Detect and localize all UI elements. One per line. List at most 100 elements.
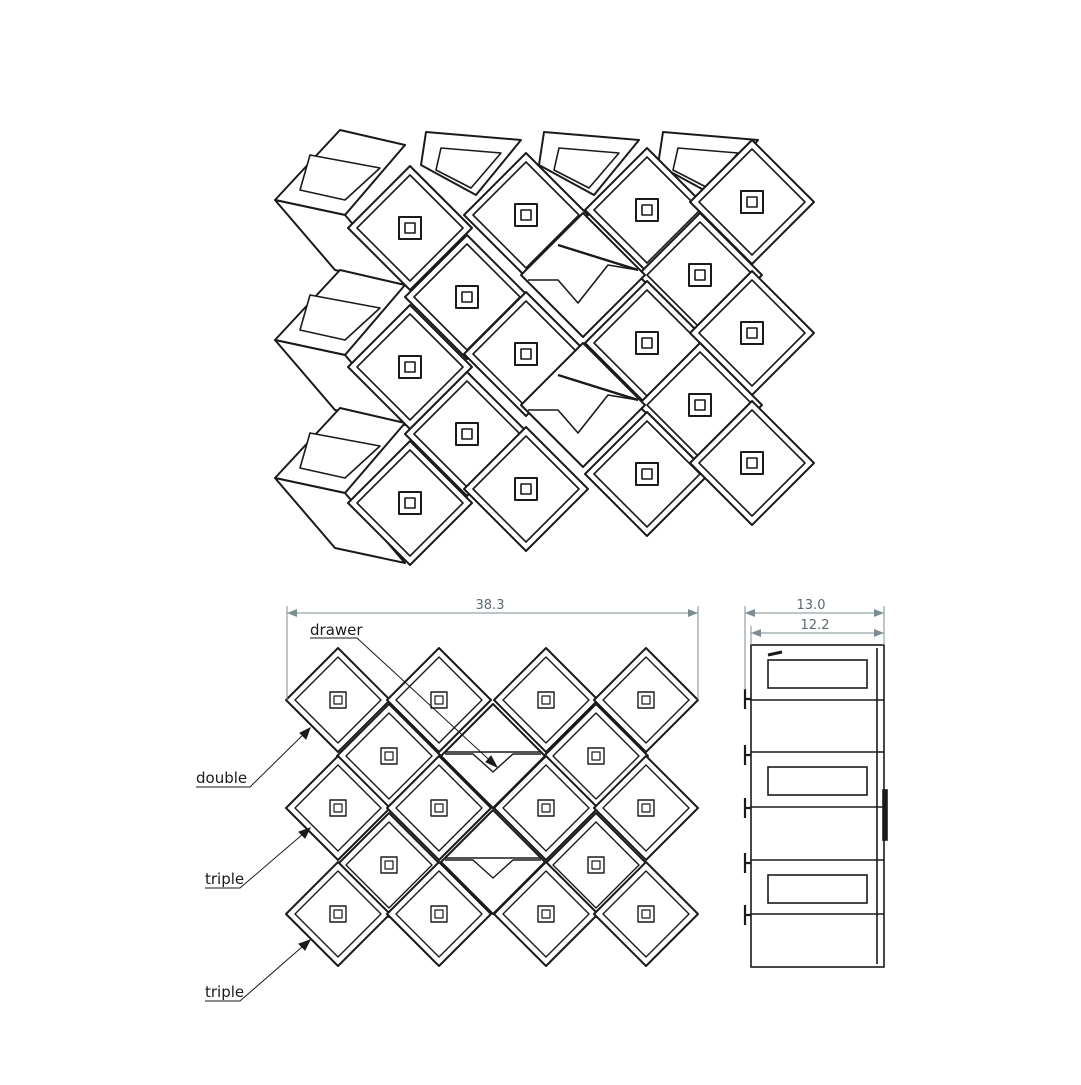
front-cubby (285, 861, 391, 967)
iso-drawer-knob-inner (404, 361, 416, 373)
inner-depth-arrow-right (874, 629, 884, 637)
drawer-leader-arrow (485, 755, 499, 769)
front-cubby (285, 755, 391, 861)
callouts: drawer double triple triple (196, 621, 499, 1002)
drawer-callout: drawer (310, 621, 499, 769)
iso-cubby (347, 165, 473, 291)
inner-depth-value: 12.2 (801, 618, 830, 633)
iso-cubby (689, 400, 815, 526)
iso-box-window (299, 432, 381, 479)
iso-drawer-knob-inner (746, 196, 758, 208)
triple-upper-callout: triple (205, 827, 312, 889)
triple-lower-callout: triple (205, 939, 312, 1002)
iso-box-window (299, 154, 381, 201)
open-drawer-slot (440, 703, 546, 809)
front-cubby (285, 647, 391, 753)
iso-drawer-knob-inner (404, 222, 416, 234)
double-label: double (196, 769, 247, 787)
side-view (743, 644, 888, 968)
iso-drawer-rim (557, 373, 639, 402)
iso-drawer-rim (557, 243, 639, 272)
triple-lower-label: triple (205, 983, 244, 1001)
triple-upper-label: triple (205, 870, 244, 888)
drawer-knob-inner (541, 695, 551, 705)
side-knob-2 (743, 745, 751, 765)
side-view-outline (750, 644, 885, 968)
front-cubby (593, 647, 699, 753)
drawer-knob-inner (333, 695, 343, 705)
open-slot-frame (440, 809, 546, 915)
front-cubby (386, 755, 492, 861)
dimension-arrow-left (287, 609, 297, 617)
dimension-arrow-right (688, 609, 698, 617)
triple-upper-leader-arrow (298, 827, 312, 839)
iso-drawer-knob-inner (641, 337, 653, 349)
iso-open-frame (520, 212, 646, 338)
front-cubby (593, 861, 699, 967)
iso-side-box (274, 129, 406, 286)
iso-top-box (420, 131, 522, 196)
iso-box-side (274, 477, 406, 564)
iso-drawer-knob-inner (520, 209, 532, 221)
triple-lower-leader-arrow (298, 939, 312, 951)
iso-side-box (274, 407, 406, 564)
drawer-knob-inner (541, 909, 551, 919)
double-leader-line (196, 727, 311, 788)
iso-drawer-knob-inner (641, 468, 653, 480)
drawer-knob-inner (591, 860, 601, 870)
iso-top-window (435, 147, 502, 189)
double-leader-arrow (299, 726, 311, 740)
drawer-knob-inner (641, 909, 651, 919)
drawer-knob-inner (641, 695, 651, 705)
iso-drawer-knob-inner (694, 269, 706, 281)
drawer-knob-inner (591, 751, 601, 761)
iso-drawer-knob-inner (746, 457, 758, 469)
iso-drawer-knob-inner (461, 291, 473, 303)
outer-depth-arrow-left (745, 609, 755, 617)
iso-cubby (347, 440, 473, 566)
width-dimension-value: 38.3 (476, 598, 505, 613)
iso-drawer-knob-inner (694, 399, 706, 411)
iso-open-frame (520, 342, 646, 468)
drawer-leader-line (310, 637, 498, 768)
drawer-knob-inner (333, 803, 343, 813)
side-view-top-lip (767, 650, 783, 657)
outer-depth-arrow-right (874, 609, 884, 617)
drawer-knob-inner (641, 803, 651, 813)
double-callout: double (196, 726, 311, 788)
iso-open-drawer (520, 212, 646, 338)
iso-drawer-knob-inner (520, 483, 532, 495)
side-view-drawer-1 (767, 659, 868, 689)
triple-upper-leader-line (205, 827, 311, 889)
drawer-knob-inner (434, 909, 444, 919)
side-view-drawer-3 (767, 874, 868, 904)
iso-side-box (274, 269, 406, 426)
open-drawer-slot (440, 809, 546, 915)
triple-lower-leader-line (205, 939, 311, 1002)
side-dimensions: 13.0 12.2 (744, 598, 885, 690)
iso-box-window (299, 294, 381, 341)
width-dimension: 38.3 (286, 598, 699, 700)
iso-open-drawer (520, 342, 646, 468)
iso-drawer-knob-inner (520, 348, 532, 360)
drawer-knob-inner (333, 909, 343, 919)
iso-drawer-knob-inner (746, 327, 758, 339)
drawer-front-cutout (445, 859, 541, 879)
side-knob-5 (743, 905, 751, 925)
side-view-drawer-2 (767, 766, 868, 796)
iso-drawer-knob-inner (404, 497, 416, 509)
front-cubby (593, 755, 699, 861)
drawer-knob-inner (384, 860, 394, 870)
drawer-knob-inner (541, 803, 551, 813)
side-view-rear-tab (882, 789, 888, 841)
drawer-knob-inner (434, 695, 444, 705)
iso-drawer-knob-inner (641, 204, 653, 216)
side-knob-4 (743, 853, 751, 873)
iso-cubby (463, 426, 589, 552)
isometric-view (274, 129, 815, 566)
drawer-knob-inner (384, 751, 394, 761)
iso-drawer-cutout (528, 264, 639, 304)
front-cubby (386, 861, 492, 967)
iso-top-box (538, 131, 640, 196)
